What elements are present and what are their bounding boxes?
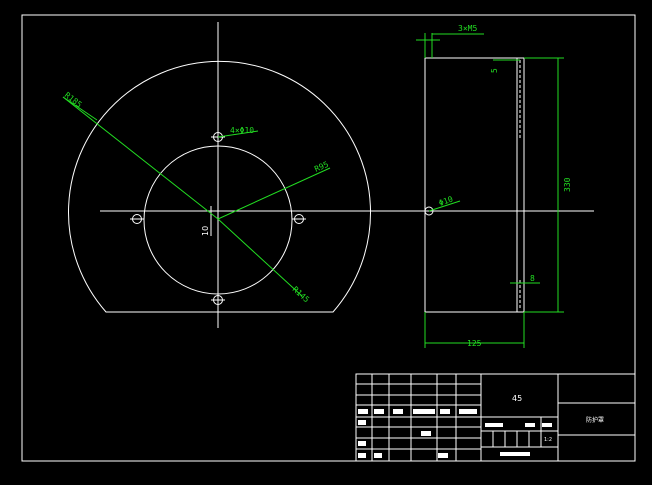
side-hole xyxy=(424,206,434,216)
part-name-text: 防护罩 xyxy=(586,416,604,424)
side-view xyxy=(424,57,525,313)
side-dimensions xyxy=(416,33,564,348)
front-dimensions xyxy=(62,96,331,297)
center-lines xyxy=(100,22,594,328)
material-text: 45 xyxy=(512,394,522,403)
dim-offset: 10 xyxy=(201,226,210,236)
dim-thickness: 8 xyxy=(530,274,535,283)
side-body xyxy=(424,57,525,313)
dim-bolt-holes: 4×Φ10 xyxy=(230,126,254,135)
drawing-frame xyxy=(21,14,636,462)
dim-thread: 3×M5 xyxy=(458,24,477,33)
title-block xyxy=(355,373,636,462)
title-block-labels xyxy=(358,409,552,458)
scale-text: 1:2 xyxy=(544,437,552,443)
dim-height: 330 xyxy=(563,177,572,192)
dim-width: 125 xyxy=(467,339,482,348)
outer-contour xyxy=(68,60,371,313)
dim-top-offset: 5 xyxy=(490,68,499,73)
